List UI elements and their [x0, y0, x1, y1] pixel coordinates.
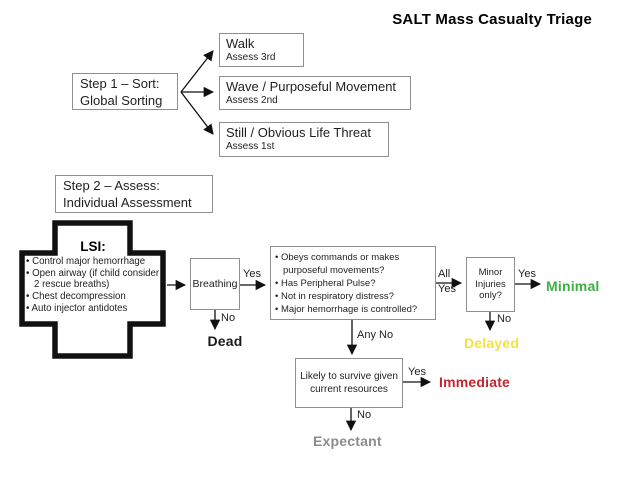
page-title: SALT Mass Casualty Triage — [392, 11, 592, 28]
breathing-box: Breathing — [190, 258, 240, 310]
step2-line1: Step 2 – Assess: — [63, 178, 160, 193]
survival-line2: current resources — [310, 384, 388, 395]
assessment-item: • Obeys commands or makes purposeful mov… — [275, 252, 400, 276]
minor-injuries-box: Minor Injuries only? — [466, 257, 515, 312]
breathing-no-label: No — [221, 312, 236, 324]
step1-line1: Step 1 – Sort: — [80, 75, 160, 91]
assessment-item: • Has Peripheral Pulse? — [275, 278, 376, 289]
step2-line2: Individual Assessment — [63, 195, 192, 210]
lsi-item: • Control major hemorrhage — [26, 256, 146, 267]
survival-line1: Likely to survive given — [300, 371, 398, 382]
minor-yes-label: Yes — [518, 268, 536, 280]
outcome-minimal: Minimal — [546, 278, 600, 294]
lsi-item: • Chest decompression — [26, 291, 126, 303]
minor-injuries-line2: Injuries — [475, 278, 506, 290]
branch-wave-box: Wave / Purposeful Movement Assess 2nd — [219, 76, 411, 110]
assessment-item: • Major hemorrhage is controlled? — [275, 304, 418, 315]
any-no-label: Any No — [357, 329, 394, 341]
all-yes-line1: All — [438, 268, 451, 280]
outcome-delayed: Delayed — [464, 335, 520, 351]
step1-line2: Global Sorting — [80, 92, 163, 108]
survival-no-label: No — [357, 409, 372, 421]
lsi-title: LSI: — [80, 239, 106, 254]
assessment-box: • Obeys commands or makes purposeful mov… — [270, 246, 436, 320]
outcome-dead: Dead — [207, 333, 243, 349]
minor-no-label: No — [497, 313, 512, 325]
minor-injuries-line1: Minor — [478, 267, 503, 279]
branch-still-title: Still / Obvious Life Threat — [226, 125, 371, 140]
lsi-item: • Auto injector antidotes — [26, 302, 128, 314]
arrow-step1-to-walk — [180, 50, 214, 93]
outcome-expectant: Expectant — [313, 433, 382, 449]
branch-walk-box: Walk Assess 3rd — [219, 33, 304, 67]
branch-wave-title: Wave / Purposeful Movement — [226, 79, 397, 94]
lsi-cross-shape — [19, 220, 166, 359]
all-yes-label: All Yes — [438, 267, 456, 296]
survival-yes-label: Yes — [408, 366, 426, 378]
branch-walk-title: Walk — [226, 36, 255, 51]
branch-still-box: Still / Obvious Life Threat Assess 1st — [219, 122, 389, 157]
lsi-item: • Open airway (if child consider 2 rescu… — [26, 267, 160, 291]
breathing-yes-label: Yes — [243, 268, 261, 280]
lsi-items: • Control major hemorrhage • Open airway… — [26, 256, 164, 315]
step1-sort-box: Step 1 – Sort: Global Sorting — [72, 73, 178, 110]
outcome-immediate: Immediate — [439, 374, 511, 390]
assessment-item: • Not in respiratory distress? — [275, 291, 394, 302]
branch-still-subtitle: Assess 1st — [226, 141, 275, 152]
branch-walk-subtitle: Assess 3rd — [226, 52, 276, 63]
branch-wave-subtitle: Assess 2nd — [226, 95, 278, 106]
survival-box: Likely to survive given current resource… — [295, 358, 403, 408]
all-yes-line2: Yes — [438, 282, 456, 295]
step2-assess-box: Step 2 – Assess: Individual Assessment — [55, 175, 213, 213]
arrow-step1-to-still — [180, 91, 214, 135]
minor-injuries-line3: only? — [479, 290, 502, 302]
